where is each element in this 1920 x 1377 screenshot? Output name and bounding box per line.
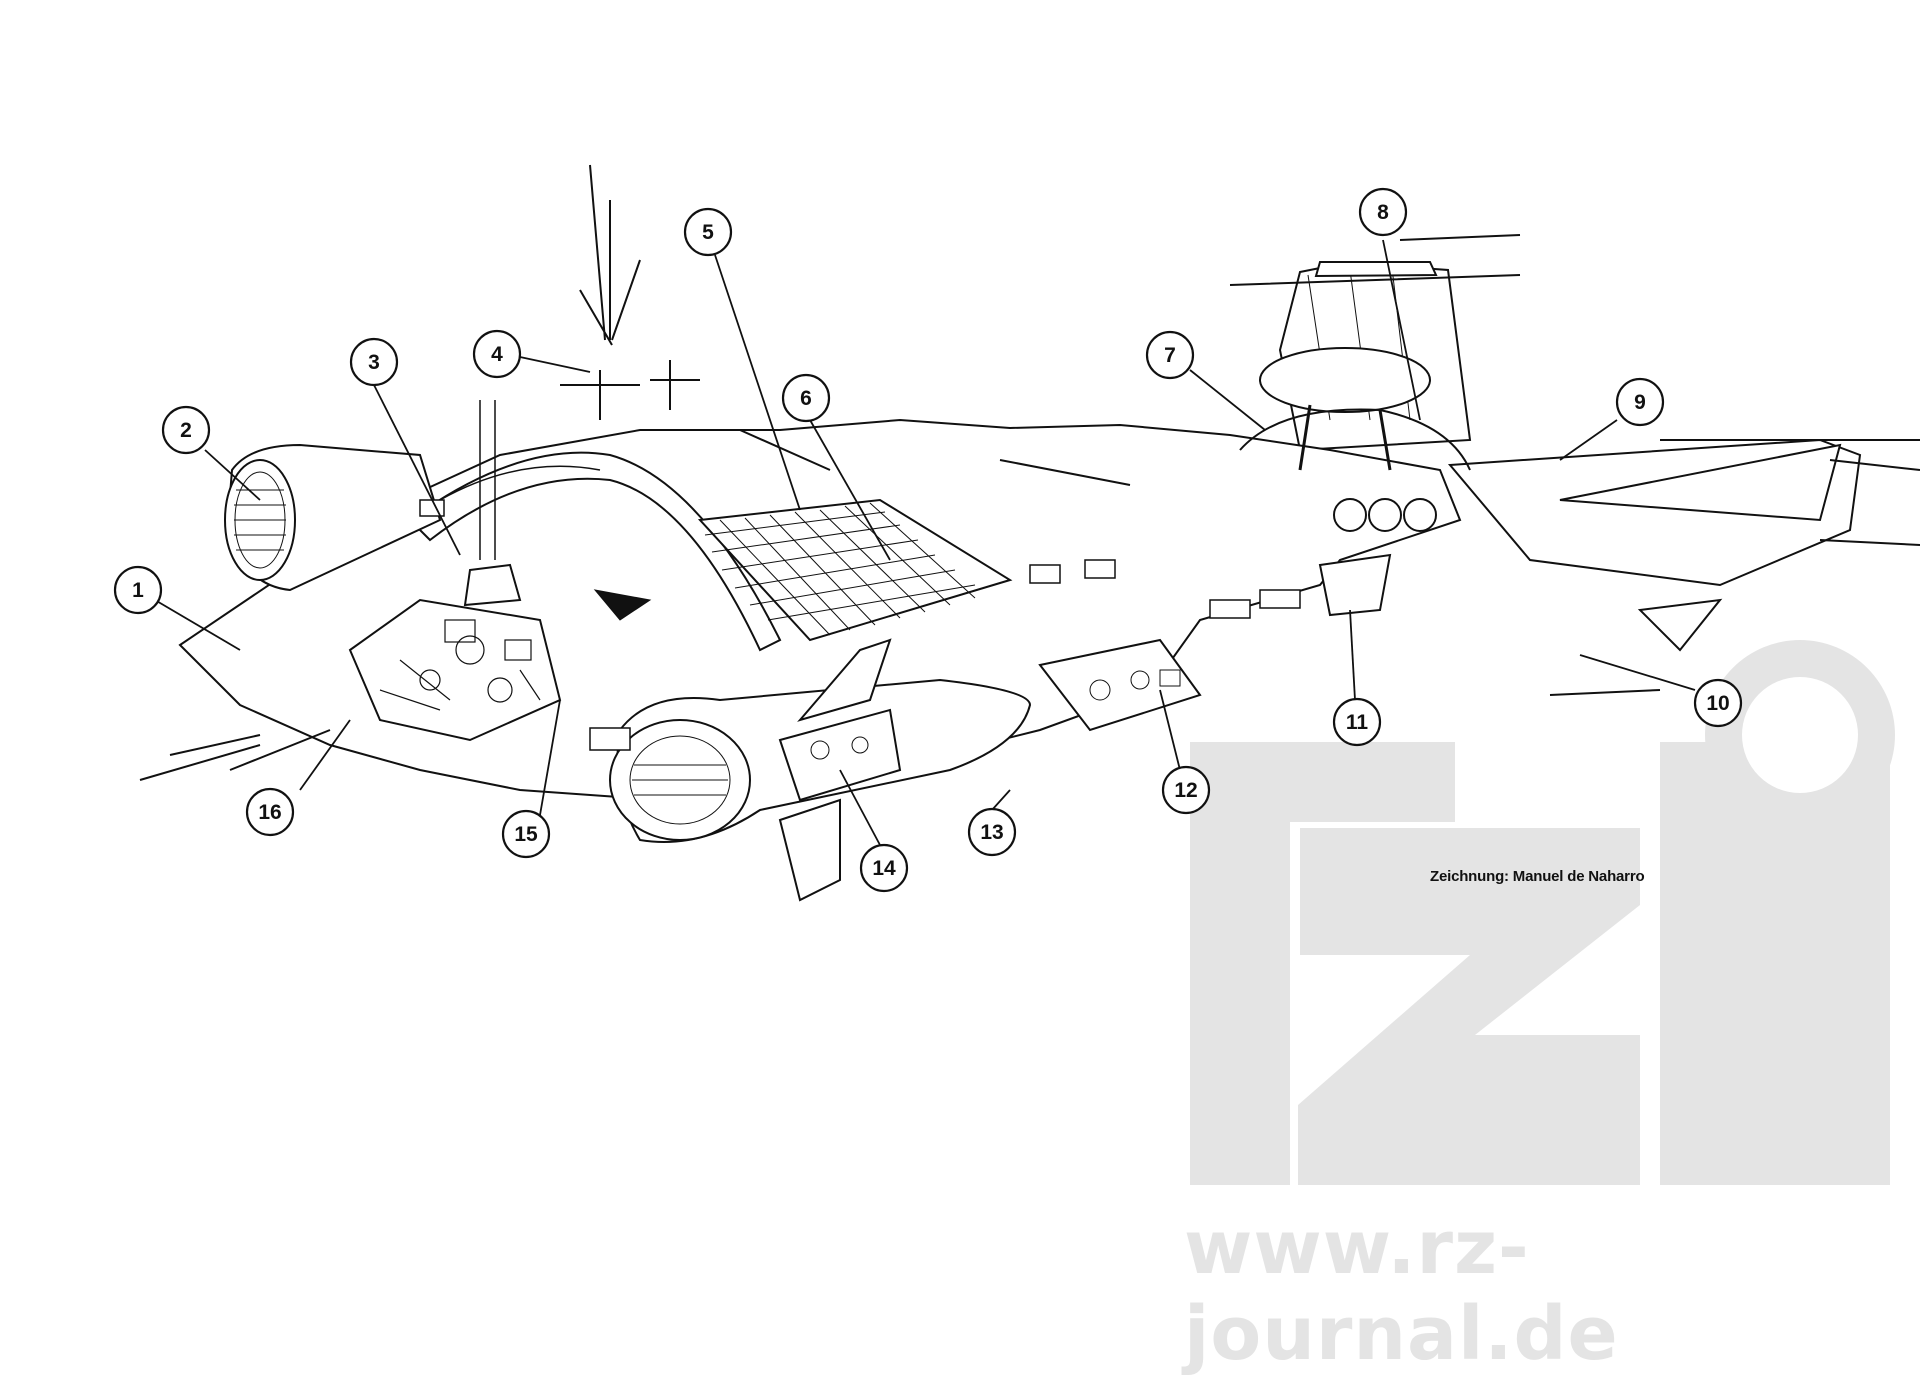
callout-label: 13 [980,821,1003,844]
callout-label: 14 [872,857,896,880]
callout-label: 7 [1164,344,1176,367]
callout-label: 2 [180,419,192,442]
callout-label: 8 [1377,201,1389,224]
callout-label: 4 [491,343,503,366]
callout-2: 2 [161,405,211,455]
callout-label: 3 [368,351,380,374]
callout-label: 12 [1174,779,1197,802]
callout-6: 6 [781,373,831,423]
callout-label: 6 [800,387,812,410]
callout-label: 16 [258,801,281,824]
callout-13: 13 [967,807,1017,857]
spaceship-hull [178,260,1862,902]
callout-16: 16 [245,787,295,837]
callout-1: 1 [113,565,163,615]
callout-14: 14 [859,843,909,893]
callout-7: 7 [1145,330,1195,380]
watermark-url: www.rz-journal.de [1184,1205,1619,1377]
antennas-and-weapons [139,164,1920,781]
artist-credit: Zeichnung: Manuel de Naharro [1430,868,1645,885]
callout-11: 11 [1332,697,1382,747]
callout-leaders [154,239,1696,846]
callout-label: 5 [702,221,714,244]
callout-12: 12 [1161,765,1211,815]
callout-label: 10 [1706,692,1729,715]
callout-label: 15 [514,823,538,846]
callout-markers: 1 2 3 4 5 6 7 8 9 10 11 12 13 14 15 16 [113,187,1743,893]
callout-4: 4 [472,329,522,379]
callout-10: 10 [1693,678,1743,728]
callout-15: 15 [501,809,551,859]
callout-label: 1 [132,579,144,602]
callout-label: 11 [1346,711,1369,734]
callout-3: 3 [349,337,399,387]
watermark-logo: rz [1190,640,1895,1185]
callout-5: 5 [683,207,733,257]
callout-9: 9 [1615,377,1665,427]
callout-label: 9 [1634,391,1646,414]
callout-8: 8 [1358,187,1408,237]
